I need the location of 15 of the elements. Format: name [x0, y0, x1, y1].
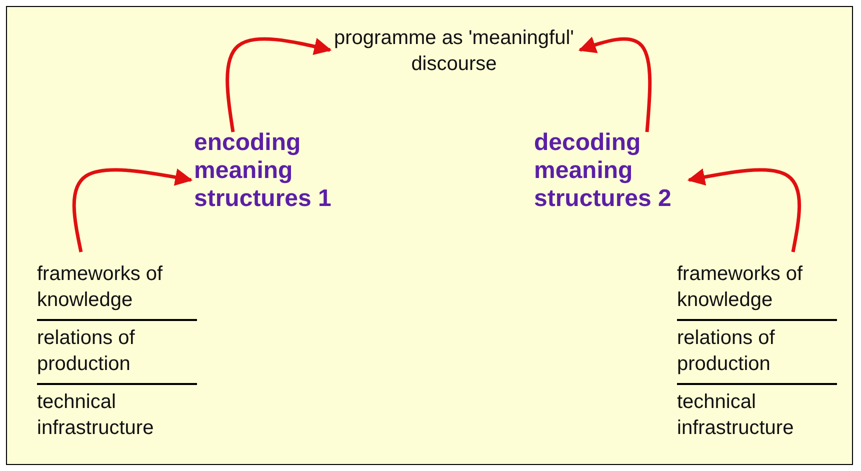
framework-item: frameworks of knowledge: [37, 262, 164, 313]
framework-item: frameworks of knowledge: [677, 262, 804, 313]
curved-arrow: [226, 37, 332, 132]
stage-heading: encoding: [194, 129, 302, 157]
curved-arrow: [687, 168, 802, 252]
curved-arrow: [578, 36, 652, 132]
curved-arrow: [72, 168, 193, 252]
meaning-structures-label: meaning structures 2: [534, 157, 672, 213]
framework-item: relations of production: [37, 319, 197, 383]
meaning-structures-label: meaning structures 1: [194, 157, 332, 213]
stage-heading: decoding: [534, 129, 642, 157]
framework-item: technical infrastructure: [37, 383, 197, 447]
discourse-label: programme as 'meaningful' discourse: [333, 26, 575, 77]
framework-item: relations of production: [677, 319, 837, 383]
framework-item: technical infrastructure: [677, 383, 837, 447]
